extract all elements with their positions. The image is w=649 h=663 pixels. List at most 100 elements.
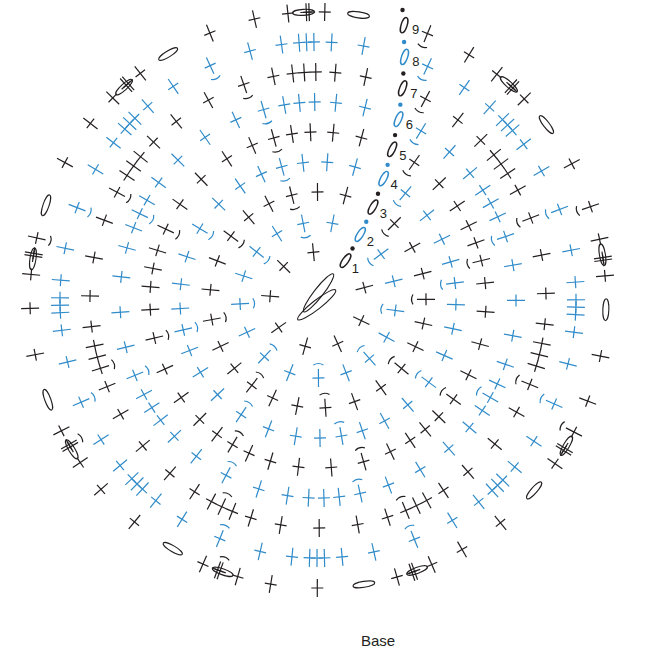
single-crochet — [236, 323, 257, 341]
single-crochet — [154, 360, 175, 378]
increase-mark — [280, 178, 290, 182]
single-crochet — [402, 238, 424, 257]
slip-stitch — [385, 163, 389, 167]
single-crochet — [413, 316, 433, 332]
single-crochet — [243, 135, 261, 156]
round-number: 9 — [411, 22, 420, 35]
single-crochet — [532, 247, 552, 262]
single-crochet — [90, 479, 111, 500]
increase-mark — [145, 365, 150, 375]
increase-mark — [396, 495, 406, 500]
single-crochet — [357, 97, 373, 117]
single-crochet — [238, 206, 259, 228]
single-crochet — [211, 555, 230, 581]
single-crochet — [116, 166, 138, 186]
round-number: 4 — [390, 178, 399, 191]
single-crochet — [224, 358, 246, 379]
increase-mark — [417, 44, 427, 49]
single-crochet — [411, 293, 435, 305]
single-crochet — [170, 387, 192, 407]
single-crochet — [500, 75, 521, 96]
increase-mark — [149, 215, 155, 225]
single-crochet — [260, 418, 278, 439]
single-crochet — [381, 441, 400, 462]
single-crochet — [480, 194, 502, 213]
single-crochet — [321, 153, 334, 172]
single-crochet — [307, 243, 321, 262]
single-crochet — [57, 354, 77, 370]
single-crochet — [448, 109, 469, 131]
single-crochet — [60, 437, 82, 457]
single-crochet — [490, 512, 511, 534]
single-crochet — [558, 420, 584, 441]
starting-chain — [366, 199, 379, 216]
single-crochet — [326, 123, 340, 142]
single-crochet — [144, 329, 170, 346]
single-crochet — [252, 163, 270, 184]
single-crochet — [254, 342, 279, 367]
single-crochet — [141, 280, 160, 293]
chain-stitch — [347, 10, 370, 19]
single-crochet — [487, 63, 508, 85]
single-crochet — [167, 149, 188, 170]
single-crochet — [223, 501, 241, 522]
round-number: 6 — [405, 117, 414, 130]
single-crochet — [515, 209, 541, 229]
single-crochet — [475, 385, 501, 407]
single-crochet — [375, 410, 394, 432]
single-crochet — [312, 363, 324, 387]
single-crochet — [189, 409, 210, 430]
single-crochet — [186, 445, 207, 467]
single-crochet — [285, 124, 300, 144]
round-number: 2 — [366, 234, 375, 247]
starting-chain — [393, 111, 405, 128]
single-crochet — [171, 277, 190, 291]
single-crochet — [267, 223, 287, 245]
single-crochet — [529, 347, 549, 363]
single-crochet — [400, 430, 420, 452]
single-crochet — [102, 87, 123, 108]
single-crochet — [288, 426, 303, 446]
single-crochet — [314, 429, 326, 447]
increase-mark — [514, 374, 519, 384]
single-crochet — [191, 169, 212, 190]
single-crochet — [231, 399, 254, 425]
single-crochet — [103, 132, 125, 152]
increase-mark — [411, 294, 413, 304]
single-crochet — [472, 180, 494, 200]
single-crochet — [468, 491, 489, 513]
increase-mark — [387, 355, 394, 364]
single-crochet — [308, 33, 320, 51]
single-crochet — [90, 430, 112, 450]
single-crochet — [335, 547, 349, 566]
single-crochet — [414, 369, 440, 393]
single-crochet — [346, 391, 363, 412]
single-crochet — [434, 480, 454, 502]
single-crochet — [227, 109, 245, 130]
single-crochet — [490, 228, 516, 247]
increase-mark — [253, 298, 255, 308]
single-crochet — [123, 156, 145, 176]
single-crochet — [262, 451, 279, 472]
chain-stitch — [525, 480, 544, 500]
single-crochet — [459, 44, 479, 66]
single-crochet — [544, 454, 566, 474]
single-crochet — [438, 438, 459, 459]
single-crochet — [514, 373, 540, 393]
chain-stitch — [598, 243, 607, 266]
single-crochet — [250, 479, 267, 500]
chain-stitch — [114, 77, 134, 96]
single-crochet — [67, 199, 93, 219]
single-crochet — [476, 305, 495, 318]
single-crochet — [185, 481, 205, 503]
increase-mark — [392, 200, 401, 207]
single-crochet — [127, 473, 148, 494]
magic-ring — [295, 287, 338, 324]
single-crochet — [376, 328, 398, 347]
single-crochet — [195, 127, 215, 149]
single-crochet — [434, 346, 455, 364]
single-crochet — [558, 356, 578, 372]
single-crochet — [220, 226, 246, 250]
slip-stitch — [400, 8, 404, 12]
